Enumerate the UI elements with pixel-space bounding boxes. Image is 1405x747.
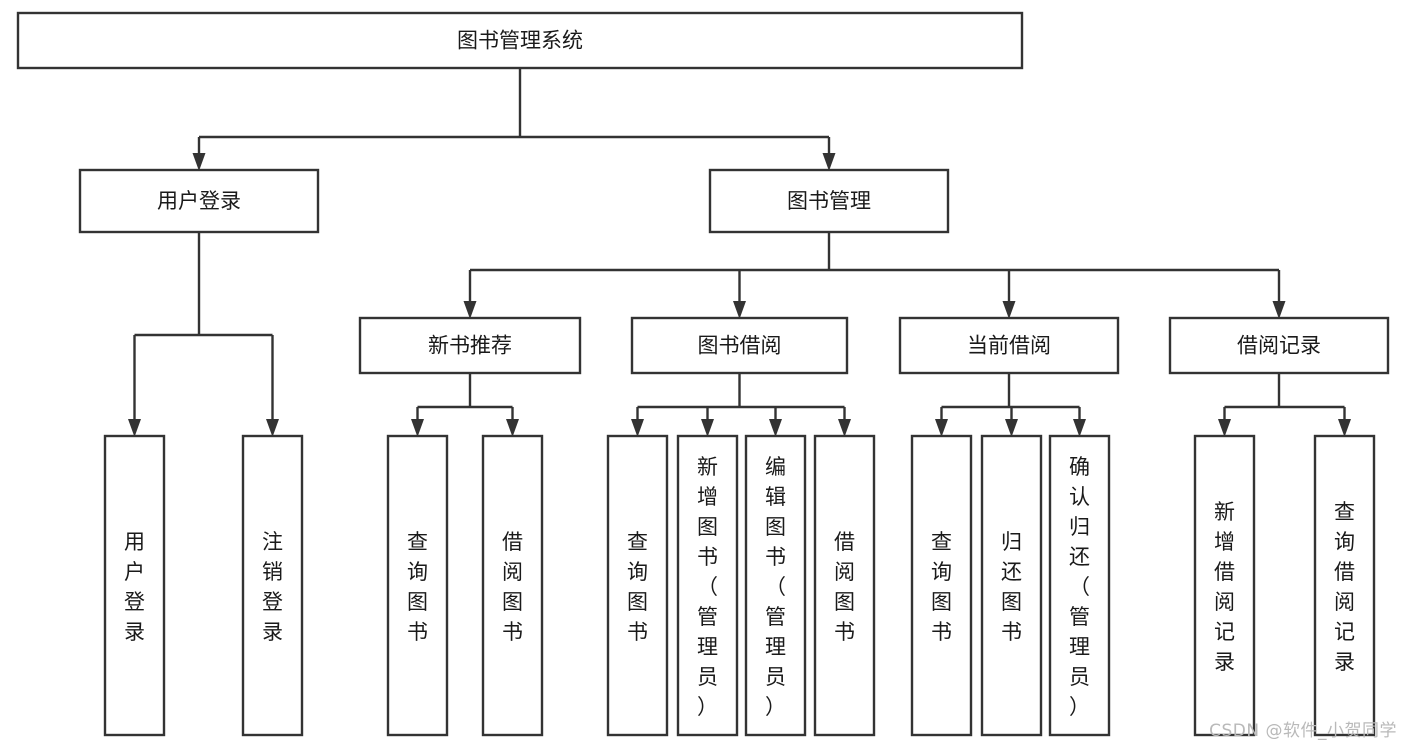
arrow-head-leaf-query-record	[1338, 419, 1351, 437]
arrow-head-leaf-return-book	[1005, 419, 1018, 437]
node-label-leaf-add-record: 新增借阅记录	[1214, 500, 1235, 674]
node-leaf-add-record[interactable]: 新增借阅记录	[1193, 434, 1256, 737]
arrow-head-book-manage	[822, 153, 836, 171]
arrow-head-leaf-user-logout	[266, 419, 279, 437]
arrow-head-leaf-add-record	[1218, 419, 1231, 437]
node-label-book-manage: 图书管理	[787, 189, 871, 213]
node-box-leaf-edit-book	[744, 434, 807, 737]
node-leaf-query-record[interactable]: 查询借阅记录	[1313, 434, 1376, 737]
node-box-leaf-add-record	[1193, 434, 1256, 737]
node-label-leaf-confirm-return: 确认归还（管理员）	[1069, 455, 1090, 719]
node-label-leaf-user-logout: 注销登录	[262, 530, 283, 644]
node-label-leaf-edit-book: 编辑图书（管理员）	[765, 455, 786, 719]
node-leaf-user-login[interactable]: 用户登录	[103, 434, 166, 737]
node-box-leaf-query-book-rec	[386, 434, 449, 737]
node-box-book-manage	[708, 168, 950, 234]
node-box-leaf-user-logout	[241, 434, 304, 737]
node-leaf-return-book[interactable]: 归还图书	[980, 434, 1043, 737]
arrow-head-leaf-confirm-return	[1073, 419, 1086, 437]
node-box-new-book-rec	[358, 316, 582, 375]
edge-group-user-login	[128, 232, 279, 437]
node-box-leaf-user-login	[103, 434, 166, 737]
arrow-head-leaf-query-book-rec	[411, 419, 424, 437]
node-book-manage[interactable]: 图书管理	[708, 168, 950, 234]
node-label-leaf-query-book-cb: 查询图书	[931, 530, 952, 644]
node-borrow-record[interactable]: 借阅记录	[1168, 316, 1390, 375]
edges-layer	[128, 68, 1351, 437]
node-label-user-login: 用户登录	[157, 189, 241, 213]
edge-group-book-borrow	[631, 373, 851, 437]
node-box-root	[16, 11, 1024, 70]
node-leaf-query-book-cb[interactable]: 查询图书	[910, 434, 973, 737]
node-box-current-borrow	[898, 316, 1120, 375]
arrow-head-leaf-borrow-book-rec	[506, 419, 519, 437]
node-box-leaf-return-book	[980, 434, 1043, 737]
edge-group-current-borrow	[935, 373, 1086, 437]
node-leaf-borrow-book-bb[interactable]: 借阅图书	[813, 434, 876, 737]
arrow-head-new-book-rec	[463, 301, 477, 319]
node-label-leaf-return-book: 归还图书	[1001, 530, 1022, 644]
node-label-new-book-rec: 新书推荐	[428, 334, 512, 358]
node-box-borrow-record	[1168, 316, 1390, 375]
node-label-leaf-borrow-book-rec: 借阅图书	[502, 530, 523, 644]
node-label-current-borrow: 当前借阅	[967, 334, 1051, 358]
watermark-text: CSDN @软件_小贺同学	[1209, 721, 1397, 741]
node-box-leaf-query-book-bb	[606, 434, 669, 737]
node-leaf-borrow-book-rec[interactable]: 借阅图书	[481, 434, 544, 737]
arrow-head-leaf-add-book	[701, 419, 714, 437]
edge-group-book-manage	[463, 232, 1286, 319]
node-leaf-confirm-return[interactable]: 确认归还（管理员）	[1048, 434, 1111, 737]
node-box-leaf-query-record	[1313, 434, 1376, 737]
node-box-leaf-add-book	[676, 434, 739, 737]
node-new-book-rec[interactable]: 新书推荐	[358, 316, 582, 375]
arrow-head-leaf-borrow-book-bb	[838, 419, 851, 437]
node-leaf-user-logout[interactable]: 注销登录	[241, 434, 304, 737]
node-box-leaf-borrow-book-rec	[481, 434, 544, 737]
arrow-head-leaf-query-book-cb	[935, 419, 948, 437]
arrow-head-book-borrow	[733, 301, 746, 319]
node-label-leaf-query-book-bb: 查询图书	[627, 530, 648, 644]
node-label-leaf-user-login: 用户登录	[124, 530, 145, 644]
node-label-leaf-query-record: 查询借阅记录	[1334, 500, 1355, 674]
nodes-layer: 图书管理系统用户登录图书管理新书推荐图书借阅当前借阅借阅记录用户登录注销登录查询…	[16, 11, 1390, 737]
arrow-head-current-borrow	[1002, 301, 1016, 319]
node-box-leaf-confirm-return	[1048, 434, 1111, 737]
edge-group-new-book-rec	[411, 373, 519, 437]
node-leaf-edit-book[interactable]: 编辑图书（管理员）	[744, 434, 807, 737]
node-leaf-query-book-rec[interactable]: 查询图书	[386, 434, 449, 737]
arrow-head-borrow-record	[1272, 301, 1286, 319]
node-book-borrow[interactable]: 图书借阅	[630, 316, 849, 375]
node-box-leaf-borrow-book-bb	[813, 434, 876, 737]
node-box-book-borrow	[630, 316, 849, 375]
edge-group-borrow-record	[1218, 373, 1351, 437]
node-label-leaf-query-book-rec: 查询图书	[407, 530, 428, 644]
arrow-head-leaf-user-login	[128, 419, 141, 437]
node-label-root: 图书管理系统	[457, 29, 583, 53]
node-label-leaf-borrow-book-bb: 借阅图书	[834, 530, 855, 644]
node-label-borrow-record: 借阅记录	[1237, 334, 1321, 358]
node-box-user-login	[78, 168, 320, 234]
node-box-leaf-query-book-cb	[910, 434, 973, 737]
node-label-book-borrow: 图书借阅	[698, 334, 782, 358]
node-root[interactable]: 图书管理系统	[16, 11, 1024, 70]
edge-group-root	[192, 68, 836, 171]
arrow-head-leaf-query-book-bb	[631, 419, 644, 437]
arrow-head-leaf-edit-book	[769, 419, 782, 437]
node-label-leaf-add-book: 新增图书（管理员）	[697, 455, 718, 719]
node-leaf-query-book-bb[interactable]: 查询图书	[606, 434, 669, 737]
node-current-borrow[interactable]: 当前借阅	[898, 316, 1120, 375]
arrow-head-user-login	[192, 153, 206, 171]
node-user-login[interactable]: 用户登录	[78, 168, 320, 234]
node-leaf-add-book[interactable]: 新增图书（管理员）	[676, 434, 739, 737]
